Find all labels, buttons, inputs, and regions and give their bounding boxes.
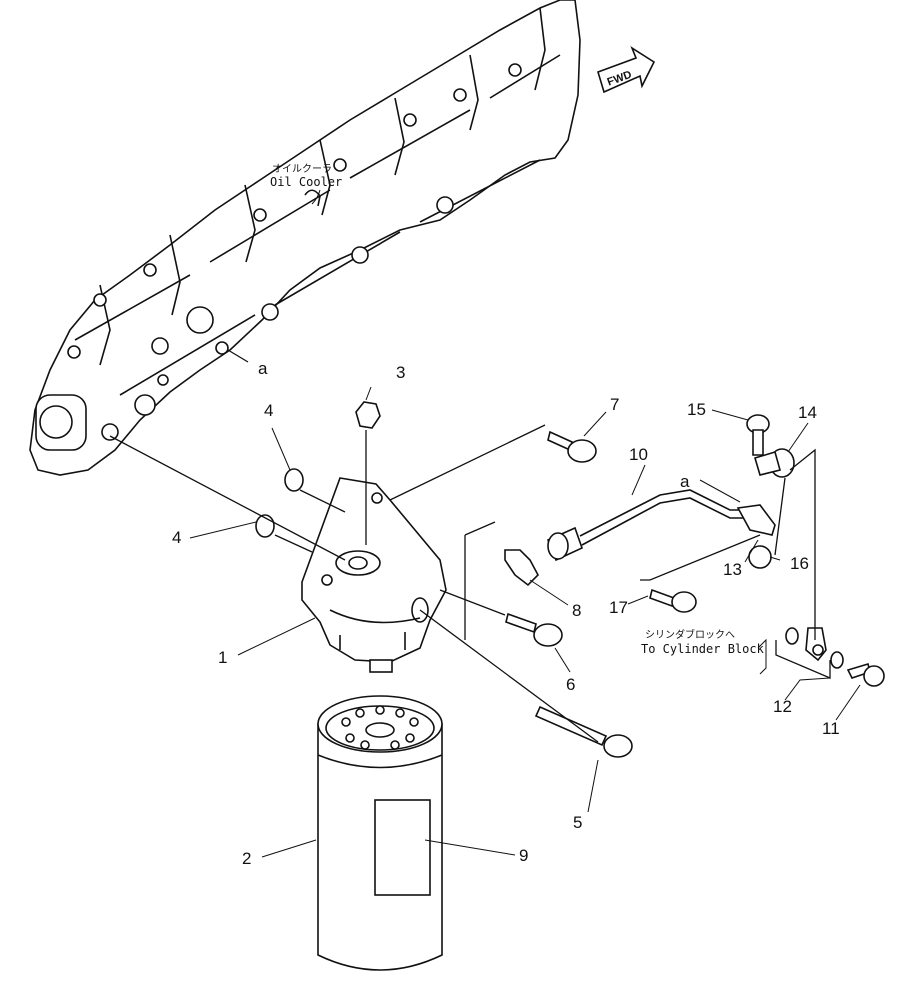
oil-cooler-label-jp: オイルクーラ (272, 163, 332, 175)
callout-15: 15 (687, 400, 706, 419)
bolt-part-11 (846, 662, 885, 687)
oil-cooler-label-en: Oil Cooler (270, 175, 342, 189)
callout-4-lower: 4 (172, 528, 181, 547)
tube-part-10 (546, 489, 745, 562)
bolt-part-7 (547, 430, 597, 463)
washer-part-12b (830, 651, 844, 669)
callout-9: 9 (519, 846, 528, 865)
fitting-part-14 (754, 448, 795, 478)
oil-cooler-leader (311, 189, 321, 205)
assembly-lines (109, 424, 831, 743)
callout-5: 5 (573, 813, 582, 832)
callout-2: 2 (242, 849, 251, 868)
oil-cooler-housing (29, 0, 581, 476)
washer-part-12a (785, 627, 799, 645)
to-cylinder-label-en: To Cylinder Block (641, 642, 765, 656)
callout-16: 16 (790, 554, 809, 573)
callout-1: 1 (218, 648, 227, 667)
callout-11: 11 (822, 719, 840, 738)
bolt-part-6 (505, 612, 563, 647)
elbow-part-8 (504, 549, 539, 587)
callout-14: 14 (798, 403, 817, 422)
bolt-part-15 (746, 414, 770, 456)
callout-4-upper: 4 (264, 401, 273, 420)
ref-a-label-2: a (680, 472, 690, 491)
callout-8: 8 (572, 601, 581, 620)
callout-leaders (189, 386, 861, 858)
clamp-part-13 (736, 504, 776, 536)
callout-6: 6 (566, 675, 575, 694)
filter-element (317, 695, 443, 971)
callout-13: 13 (723, 560, 742, 579)
o-ring-upper (284, 468, 304, 492)
plug-part-3 (355, 401, 381, 429)
ref-a-label-1: a (258, 359, 268, 378)
banjo-end (805, 627, 827, 662)
to-cylinder-label-jp: シリンダブロックへ (645, 628, 735, 641)
callout-10: 10 (629, 445, 648, 464)
callout-3: 3 (396, 363, 405, 382)
bolt-part-17 (649, 588, 697, 613)
to-cylinder-arrow (757, 638, 767, 675)
callout-17: 17 (609, 598, 628, 617)
callout-7: 7 (610, 395, 619, 414)
fwd-arrow: FWD (597, 45, 656, 94)
callout-12: 12 (773, 697, 792, 716)
filter-head (301, 477, 447, 673)
ref-a-leader-1 (227, 349, 249, 363)
